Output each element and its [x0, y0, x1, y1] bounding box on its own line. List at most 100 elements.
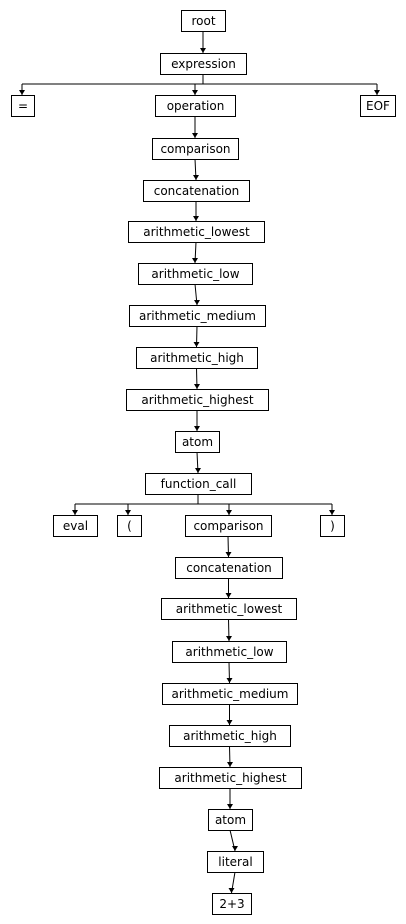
arrow-lparen [125, 510, 131, 515]
node-box [136, 347, 258, 369]
arrow-arith_medium1 [194, 300, 200, 305]
node-label: ) [330, 519, 335, 533]
node-box [53, 515, 98, 537]
arrow-eval [72, 510, 78, 515]
node-label: eval [63, 519, 88, 533]
arrow-concatenation2 [225, 552, 232, 557]
tree-node-root: root [181, 10, 226, 32]
node-box [320, 515, 345, 537]
tree-node-comparison1: comparison [152, 138, 239, 160]
node-box [129, 305, 266, 327]
tree-node-eof: EOF [360, 95, 396, 117]
node-box [169, 725, 291, 747]
arrow-operation [192, 90, 198, 95]
arrow-function_call [195, 468, 201, 473]
node-label: expression [171, 57, 236, 71]
arrow-concatenation1 [193, 175, 199, 180]
arrow-arith_medium2 [226, 678, 233, 683]
tree-node-arith_highest1: arithmetic_highest [126, 389, 269, 411]
node-label: EOF [366, 99, 390, 113]
tree-node-arith_high2: arithmetic_high [169, 725, 291, 747]
tree-node-arith_low2: arithmetic_low [172, 641, 287, 663]
tree-node-expression: expression [160, 53, 247, 75]
node-label: arithmetic_medium [139, 309, 256, 323]
node-label: arithmetic_lowest [143, 225, 250, 239]
node-box [207, 851, 264, 873]
node-box [212, 893, 252, 915]
node-label: arithmetic_low [151, 267, 239, 281]
node-label: ( [127, 519, 132, 533]
node-label: arithmetic_highest [174, 771, 286, 785]
tree-node-arith_medium1: arithmetic_medium [129, 305, 266, 327]
node-box [11, 95, 35, 117]
arrow-atom2 [227, 804, 233, 809]
tree-node-literal: literal [207, 851, 264, 873]
tree-node-comparison2: comparison [185, 515, 272, 537]
node-label: atom [215, 813, 246, 827]
node-box [185, 515, 272, 537]
node-label: function_call [161, 477, 237, 491]
node-label: arithmetic_highest [141, 393, 253, 407]
node-box [159, 767, 302, 789]
tree-node-eq: = [11, 95, 35, 117]
tree-node-arith_high1: arithmetic_high [136, 347, 258, 369]
tree-node-atom1: atom [175, 431, 220, 453]
tree-node-rparen: ) [320, 515, 345, 537]
node-label: concatenation [154, 184, 240, 198]
arrow-value [228, 888, 235, 893]
node-box [155, 95, 236, 117]
node-label: literal [218, 855, 252, 869]
arrow-arith_low1 [192, 258, 198, 263]
tree-node-arith_lowest2: arithmetic_lowest [161, 598, 297, 620]
node-label: arithmetic_low [185, 645, 273, 659]
arrow-rparen [329, 510, 335, 515]
edges-layer [19, 31, 380, 894]
arrow-literal [232, 846, 238, 851]
arrow-expression [200, 48, 206, 53]
node-label: operation [167, 99, 225, 113]
node-label: arithmetic_lowest [176, 602, 283, 616]
node-label: concatenation [186, 561, 272, 575]
tree-node-atom2: atom [208, 809, 253, 831]
node-label: arithmetic_high [150, 351, 244, 365]
node-box [152, 138, 239, 160]
node-box [126, 389, 269, 411]
node-box [360, 95, 396, 117]
node-box [172, 641, 287, 663]
node-label: root [191, 14, 215, 28]
node-label: 2+3 [219, 897, 244, 911]
node-label: atom [182, 435, 213, 449]
tree-node-lparen: ( [117, 515, 142, 537]
arrow-eof [374, 90, 380, 95]
tree-node-arith_highest2: arithmetic_highest [159, 767, 302, 789]
arrow-comparison2 [226, 510, 232, 515]
arrow-arith_low2 [226, 636, 232, 641]
arrow-arith_lowest1 [193, 216, 199, 221]
arrow-arith_high1 [193, 342, 200, 347]
node-label: comparison [160, 142, 230, 156]
node-box [161, 598, 297, 620]
arrow-eq [19, 90, 25, 95]
node-label: = [18, 99, 28, 113]
node-box [160, 53, 247, 75]
tree-node-value: 2+3 [212, 893, 252, 915]
node-box [145, 473, 252, 495]
arrow-comparison1 [192, 133, 198, 138]
node-box [181, 10, 226, 32]
arrow-arith_highest1 [194, 384, 200, 389]
nodes-layer: root expression = operation EOF comparison con… [11, 10, 396, 915]
node-label: arithmetic_high [183, 729, 277, 743]
arrow-arith_highest2 [227, 762, 233, 767]
node-box [175, 431, 220, 453]
tree-node-concatenation2: concatenation [175, 557, 283, 579]
node-box [117, 515, 142, 537]
node-box [143, 180, 250, 202]
node-box [162, 683, 298, 705]
tree-node-arith_low1: arithmetic_low [138, 263, 253, 285]
tree-node-eval: eval [53, 515, 98, 537]
arrow-arith_high2 [226, 720, 233, 725]
arrow-arith_lowest2 [225, 593, 232, 598]
arrow-atom1 [194, 426, 200, 431]
node-box [128, 221, 265, 243]
